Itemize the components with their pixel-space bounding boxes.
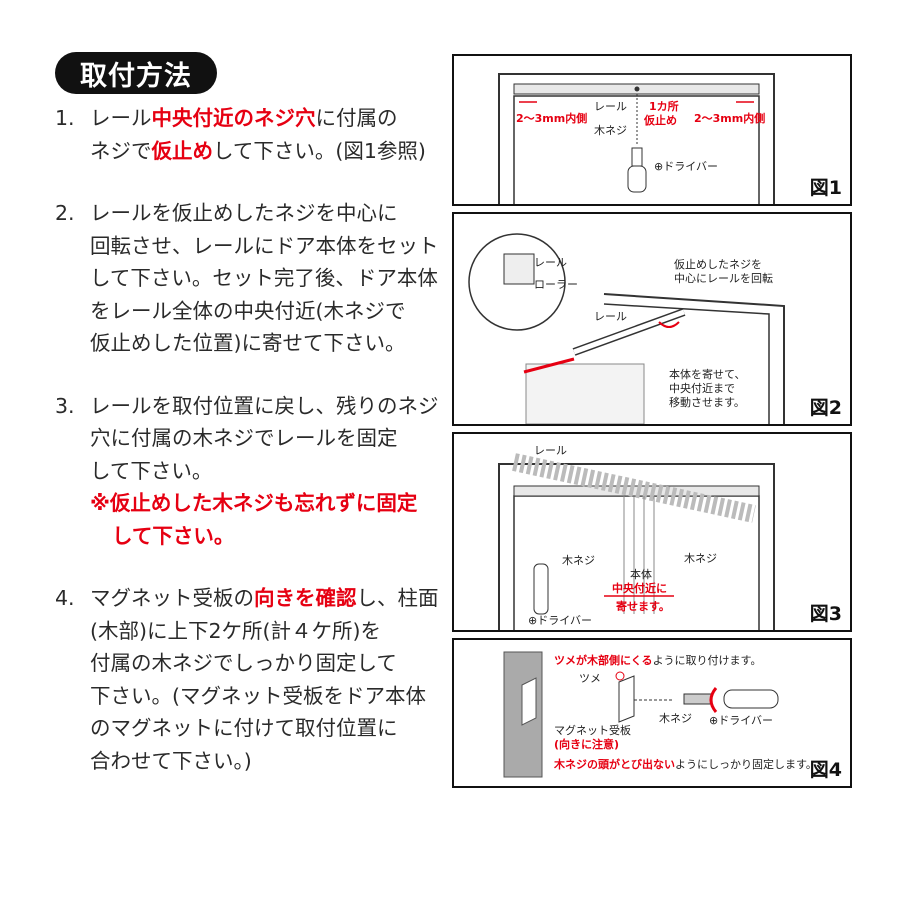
rail-label: レール [534, 444, 567, 457]
rail-fixing-illustration [498, 453, 775, 630]
step-text: に付属の [315, 106, 398, 130]
rail-label: レール [594, 100, 627, 113]
caution-label: (向きに注意) [554, 738, 620, 751]
step-text: 付属の木ネジでしっかり固定して [90, 651, 397, 675]
step-text: 穴に付属の木ネジでレールを固定 [90, 426, 398, 450]
step-2: 2. レールを仮止めしたネジを中心に 回転させ、レールにドア本体をセット して下… [55, 197, 445, 360]
bottom-note-red: 木ネジの頭がとび出ない [554, 758, 675, 771]
figure-label: 図3 [809, 603, 842, 625]
wood-screw-label: 木ネジ [684, 552, 717, 565]
step-number: 2. [55, 201, 75, 225]
top-note-red: ツメが木部側にくる [554, 654, 653, 667]
step-text: をレール全体の中央付近(木ネジで [90, 298, 406, 323]
step-number: 1. [55, 106, 75, 130]
move-label: 本体を寄せて、 [669, 368, 746, 381]
figure-label: 図2 [809, 397, 842, 419]
figure-1: レール 1カ所 仮止め 2～3mm内側 2～3mm内側 木ネジ ⊕ドライバー 図… [452, 54, 852, 206]
step-4: 4. マグネット受板の向きを確認し、柱面 (木部)に上下2ケ所(計４ケ所)を 付… [55, 582, 445, 777]
step-highlight: 向きを確認 [254, 586, 357, 610]
rotate-label: 中心にレールを回転 [674, 272, 773, 285]
step-text: レールを取付位置に戻し、残りのネジ [90, 393, 439, 418]
step-3: 3. レールを取付位置に戻し、残りのネジ 穴に付属の木ネジでレールを固定 して下… [55, 390, 445, 553]
wood-screw-label: 木ネジ [659, 712, 692, 725]
step-number: 4. [55, 586, 75, 610]
step-text: ネジで [90, 138, 152, 163]
rail-label: レール [594, 310, 627, 323]
step-text: レール [90, 106, 152, 130]
magnet-plate-illustration [503, 651, 779, 778]
center-label: 中央付近に [612, 582, 667, 595]
tsume-label: ツメ [579, 672, 601, 685]
step-text: のマグネットに付けて取付位置に [90, 716, 398, 740]
top-note: ツメが木部側にくるように取り付けます。 [554, 654, 761, 667]
rail-rotation-illustration [468, 233, 785, 424]
step-text: マグネット受板の [90, 586, 254, 610]
move-label: 中央付近まで [669, 382, 735, 395]
step-text: して下さい。 [90, 458, 213, 483]
step-text: して下さい。セット完了後、ドア本体 [90, 266, 438, 290]
step-text: 合わせて下さい。) [90, 748, 252, 773]
figure-3: レール 木ネジ 木ネジ 本体 中央付近に 寄せます。 ⊕ドライバー 図3 [452, 432, 852, 632]
gap-right-label: 2～3mm内側 [694, 112, 766, 125]
bottom-note-black: ようにしっかり固定します。 [675, 758, 817, 771]
step-text: レールを仮止めしたネジを中心に [90, 201, 398, 225]
step-highlight: 中央付近のネジ穴 [151, 106, 316, 130]
step-text: 仮止めした位置)に寄せて下さい。 [90, 331, 406, 355]
step-text: 下さい。(マグネット受板をドア本体 [90, 683, 426, 708]
step-text: 回転させ、レールにドア本体をセット [90, 233, 439, 258]
move-label: 移動させます。 [669, 396, 745, 409]
temp-fix-label: 仮止め [644, 114, 677, 127]
rail-frame-illustration [498, 73, 775, 204]
wood-screw-label: 木ネジ [562, 554, 595, 567]
rail-label: レール [534, 256, 567, 269]
rotate-label: 仮止めしたネジを [674, 258, 762, 271]
body-label: 本体 [630, 568, 652, 581]
driver-label: ⊕ドライバー [654, 160, 718, 173]
note-line: ※仮止めした木ネジも忘れずに固定 [90, 491, 418, 515]
top-note-black: ように取り付けます。 [652, 654, 762, 667]
center-label: 寄せます。 [616, 600, 670, 613]
step-text: して下さい。(図1参照) [213, 138, 426, 163]
step-number: 3. [55, 393, 75, 418]
driver-label: ⊕ドライバー [528, 614, 592, 627]
bottom-note: 木ネジの頭がとび出ないようにしっかり固定します。 [554, 758, 817, 771]
step-1: 1. レール中央付近のネジ穴に付属の ネジで仮止めして下さい。(図1参照) [55, 102, 445, 167]
figure-label: 図1 [809, 177, 842, 199]
instruction-steps: 1. レール中央付近のネジ穴に付属の ネジで仮止めして下さい。(図1参照) 2.… [55, 102, 445, 777]
roller-label: ローラー [534, 278, 578, 291]
step-highlight: 仮止め [151, 138, 214, 163]
step-warning-note: ※仮止めした木ネジも忘れずに固定 して下さい。 [90, 487, 445, 552]
wood-screw-label: 木ネジ [594, 124, 627, 137]
driver-label: ⊕ドライバー [709, 714, 773, 727]
figure-label: 図4 [809, 759, 842, 781]
figure-4: ツメが木部側にくるように取り付けます。 ツメ マグネット受板 (向きに注意) 木… [452, 638, 852, 788]
figure-2: レール ローラー 仮止めしたネジを 中心にレールを回転 レール 本体を寄せて、 … [452, 212, 852, 426]
note-line: して下さい。 [112, 523, 235, 548]
plate-label: マグネット受板 [554, 724, 631, 737]
section-title: 取付方法 [55, 52, 217, 94]
step-text: し、柱面 [356, 586, 439, 610]
one-spot-label: 1カ所 [649, 100, 679, 113]
step-text: (木部)に上下2ケ所(計４ケ所)を [90, 618, 382, 643]
gap-left-label: 2～3mm内側 [516, 112, 588, 125]
